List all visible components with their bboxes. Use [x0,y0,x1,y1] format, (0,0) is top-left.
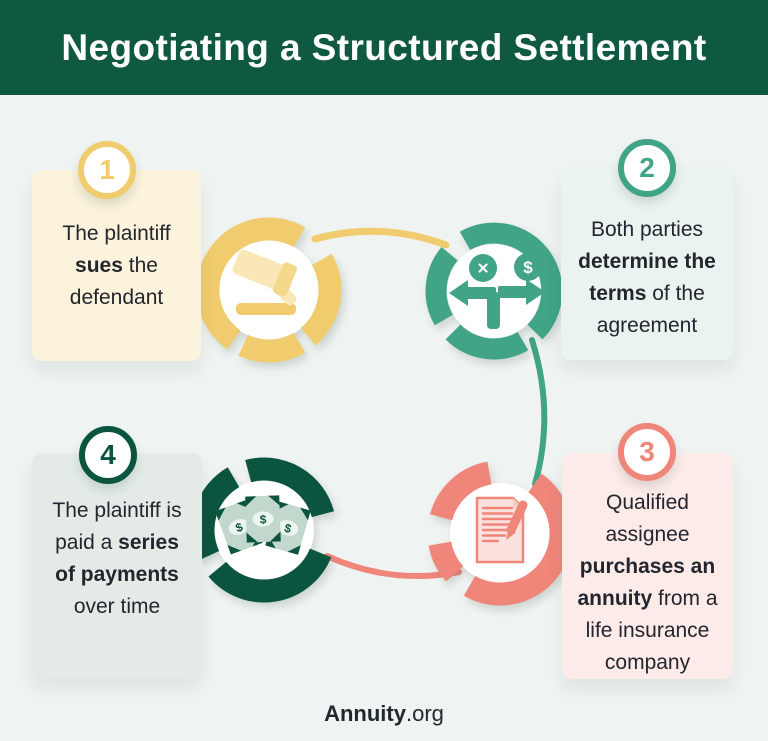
step2-number-badge: 2 [618,139,676,197]
connector-step1-to-step2 [311,227,450,249]
header-banner: Negotiating a Structured Settlement [0,0,768,95]
step-card-3: Qualified assignee purchases an annuity … [562,453,733,679]
step3-text-bold: purchases an annuity [577,555,716,610]
step-card-4: The plaintiff is paid a series of paymen… [32,453,202,678]
step-card-2: Both parties determine the terms of the … [561,168,733,360]
x-circle-icon [469,254,497,282]
step2-text-pre: Both parties [590,218,704,241]
step4-text-pre: The plaintiff is paid a [52,499,182,554]
step4-text-bold: series of payments [55,531,179,586]
step3-text-post: from a life insurance company [585,587,718,674]
step3-number-badge: 3 [618,423,676,481]
step-card-1: The plaintiff sues the defendant [32,170,201,361]
step1-ring [196,217,342,363]
step4-text-post: over time [73,595,161,618]
gavel-icon [232,249,297,315]
step2-text-post: of the agreement [596,282,705,337]
step1-number-badge: 1 [78,141,136,199]
dollar-circle-icon [514,253,542,281]
svg-text:✕: ✕ [477,261,490,278]
decision-arrows-icon: ✕ $ [449,253,545,329]
step1-text-post: the defendant [69,254,164,309]
connector-step2-to-step3 [529,337,548,487]
step4-number-badge: 4 [79,426,137,484]
svg-text:$: $ [523,258,533,277]
page-title: Negotiating a Structured Settlement [61,26,707,68]
step1-text-bold: sues [75,254,123,277]
brand-footer: Annuity.org [0,701,768,727]
brand-suffix: .org [405,701,444,726]
step3-text-pre: Qualified assignee [605,491,690,546]
step2-text-bold: determine the terms [578,250,716,305]
brand-name: Annuity [324,701,406,726]
step1-text-pre: The plaintiff [62,222,171,245]
contract-pen-icon [475,496,528,564]
